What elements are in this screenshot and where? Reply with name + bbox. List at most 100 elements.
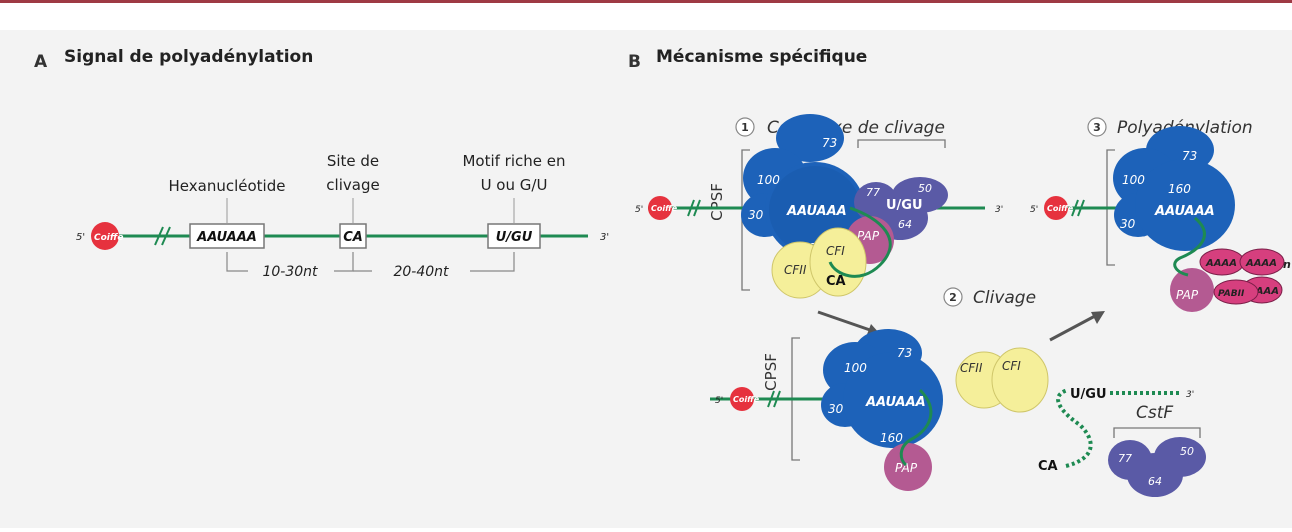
motif-label-line1: Motif riche en bbox=[462, 152, 565, 170]
arrow-head bbox=[1091, 311, 1105, 324]
polya-segment bbox=[1239, 248, 1285, 276]
n100-label: 100 bbox=[757, 173, 780, 187]
three-prime-label: 3' bbox=[600, 232, 609, 243]
rna-tail bbox=[1173, 216, 1206, 277]
cpsf-label: CPSF bbox=[762, 353, 780, 391]
step1-badge bbox=[735, 117, 755, 137]
n100-label: 100 bbox=[1122, 173, 1145, 187]
arrow-to-polyadenylation bbox=[1049, 314, 1096, 342]
cap bbox=[91, 222, 119, 250]
n50-label: 50 bbox=[918, 182, 932, 195]
n30-label: 30 bbox=[828, 402, 844, 416]
cap-label: Coiffe bbox=[94, 233, 123, 243]
step3-number: 3 bbox=[1093, 121, 1101, 134]
ugu-label: U/GU bbox=[1070, 387, 1107, 402]
n73-label: 73 bbox=[822, 136, 837, 150]
top-rule bbox=[0, 0, 1292, 3]
ca-box bbox=[339, 223, 367, 249]
n77-label: 77 bbox=[866, 186, 880, 199]
cstf-label: CstF bbox=[1136, 403, 1173, 423]
break-mark bbox=[773, 390, 781, 408]
n160-label: 160 bbox=[880, 431, 903, 445]
cap-label: Coiffe bbox=[651, 204, 678, 213]
five-prime-label: 5' bbox=[715, 396, 723, 406]
ca-label: CA bbox=[343, 230, 363, 245]
n-subscript: n bbox=[1283, 258, 1291, 271]
break-mark bbox=[154, 226, 164, 246]
step1-number: 1 bbox=[741, 121, 749, 134]
aauaaa-label: AAUAAA bbox=[786, 204, 847, 219]
n30-label: 30 bbox=[1120, 217, 1136, 231]
dist1-label: 10-30nt bbox=[262, 264, 318, 280]
cleavage-complex: CPSF Coiffe 5' 3' 73 100 30 AAUAAA 160 bbox=[635, 114, 1003, 299]
aauaaa-label: AAUAAA bbox=[196, 230, 257, 245]
cpsf-73-subunit bbox=[776, 114, 844, 162]
cfi-label: CFI bbox=[1002, 359, 1021, 373]
ugu-label: U/GU bbox=[886, 198, 923, 213]
cfii-label: CFII bbox=[784, 263, 807, 277]
step2-number: 2 bbox=[949, 291, 957, 304]
break-mark bbox=[1071, 199, 1079, 217]
n77-label: 77 bbox=[1118, 452, 1132, 465]
panel-background bbox=[0, 30, 1292, 528]
n73-label: 73 bbox=[897, 346, 912, 360]
panel-a-letter: A bbox=[34, 52, 48, 72]
cap-label: Coiffe bbox=[1047, 204, 1074, 213]
three-prime-label: 3' bbox=[995, 205, 1003, 215]
post-cleavage-complex: CPSF Coiffe 5' 73 100 30 AAUAAA 160 PAP bbox=[710, 329, 943, 491]
cpsf-160-subunit bbox=[843, 352, 943, 448]
step2-badge bbox=[943, 287, 963, 307]
aaaa-label: AAAA bbox=[1245, 258, 1277, 269]
cpsf-160-subunit bbox=[1135, 159, 1235, 251]
aauaaa-label: AAUAAA bbox=[865, 395, 926, 410]
arrow-to-cleavage bbox=[817, 310, 871, 332]
cstf-bracket bbox=[857, 139, 946, 148]
break-mark bbox=[687, 199, 695, 217]
polyadenylation-complex: Coiffe 5' 73 100 30 160 AAUAAA PAP AAAA … bbox=[1030, 126, 1291, 312]
cfi-protein bbox=[809, 227, 867, 297]
five-prime-label: 5' bbox=[1030, 205, 1038, 215]
break-mark bbox=[693, 199, 701, 217]
cpsf-label: CPSF bbox=[708, 183, 726, 221]
motif-label-line2: U ou G/U bbox=[481, 176, 548, 194]
site-label-line1: Site de bbox=[327, 152, 379, 170]
cfii-label: CFII bbox=[960, 361, 983, 375]
aaaa-label: AAAA bbox=[1205, 258, 1237, 269]
n100-label: 100 bbox=[844, 361, 867, 375]
cstf-bracket bbox=[1113, 427, 1201, 438]
pap-label: PAP bbox=[1176, 288, 1199, 302]
dist2-label: 20-40nt bbox=[393, 264, 449, 280]
dist1-bracket-left bbox=[226, 252, 248, 272]
panel-b-letter: B bbox=[628, 52, 641, 72]
break-mark bbox=[161, 226, 171, 246]
cfi-protein bbox=[991, 347, 1049, 413]
n160-label: 160 bbox=[1168, 182, 1191, 196]
panel-a-title: Signal de polyadénylation bbox=[64, 47, 313, 67]
panel-b: B Mécanisme spécifique 1 Complexe de cli… bbox=[628, 47, 1291, 497]
pap-protein bbox=[1170, 268, 1214, 312]
n73-label: 73 bbox=[1182, 149, 1197, 163]
panel-a: A Signal de polyadénylation Coiffe 5' 3'… bbox=[34, 47, 609, 280]
five-prime-label: 5' bbox=[635, 205, 643, 215]
aauaaa-label: AAUAAA bbox=[1154, 204, 1215, 219]
five-prime-label: 5' bbox=[76, 232, 85, 243]
break-mark bbox=[767, 390, 775, 408]
step2-label: Clivage bbox=[973, 288, 1036, 308]
cstf-64-subunit bbox=[1127, 453, 1183, 497]
released-factors: CFII CFI U/GU 3' CA CstF 77 50 64 bbox=[955, 347, 1206, 497]
pabii-label: PABII bbox=[1218, 289, 1245, 299]
n50-label: 50 bbox=[1180, 445, 1194, 458]
pabii-protein bbox=[1213, 279, 1259, 305]
three-prime-label: 3' bbox=[1186, 390, 1194, 400]
aaaa-label: AAAA bbox=[1247, 286, 1279, 297]
pap-label: PAP bbox=[895, 461, 918, 475]
panel-b-title: Mécanisme spécifique bbox=[656, 47, 867, 67]
pap-protein bbox=[884, 443, 932, 491]
n30-label: 30 bbox=[748, 208, 764, 222]
rna-loop bbox=[828, 206, 892, 278]
ca-label: CA bbox=[1038, 459, 1058, 474]
cap bbox=[648, 196, 672, 220]
hexanucleotide-label: Hexanucléotide bbox=[169, 177, 286, 195]
